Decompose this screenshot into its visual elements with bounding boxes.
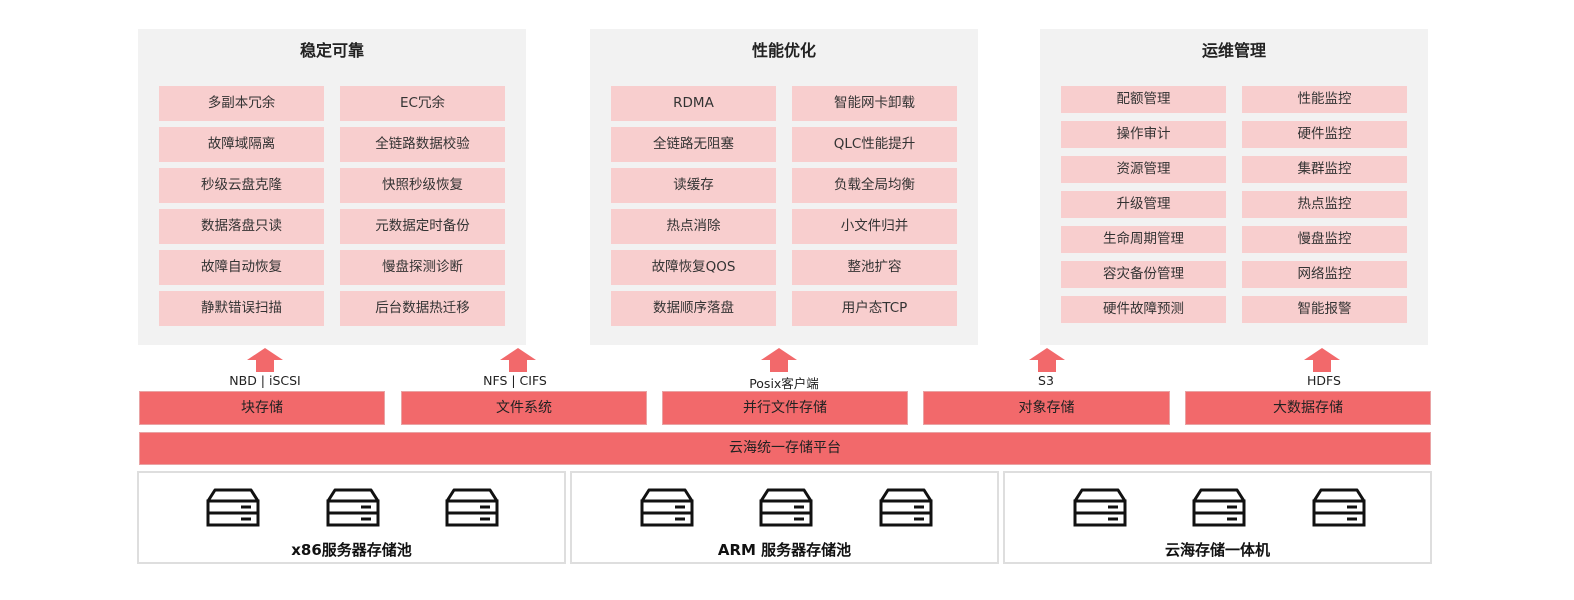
feature-item: 快照秒级恢复 <box>340 168 505 203</box>
feature-item: 硬件监控 <box>1242 121 1407 148</box>
storage-pool-all-in-one: 云海存储一体机 <box>1003 471 1432 564</box>
feature-item: 后台数据热迁移 <box>340 291 505 326</box>
server-icon <box>206 488 260 527</box>
storage-pool-x86: x86服务器存储池 <box>137 471 566 564</box>
feature-grid: 配额管理 性能监控 操作审计 硬件监控 资源管理 集群监控 升级管理 热点监控 … <box>1061 86 1407 323</box>
feature-item: 配额管理 <box>1061 86 1226 113</box>
feature-item: QLC性能提升 <box>792 127 957 162</box>
service-file-system: 文件系统 <box>401 391 647 425</box>
feature-item: 热点消除 <box>611 209 776 244</box>
panel-title: 运维管理 <box>1201 41 1266 60</box>
server-icon <box>879 488 933 527</box>
feature-item: 容灾备份管理 <box>1061 261 1226 288</box>
feature-item: 操作审计 <box>1061 121 1226 148</box>
feature-item: 故障恢复QOS <box>611 250 776 285</box>
panel-performance: 性能优化 RDMA 智能网卡卸载 全链路无阻塞 QLC性能提升 读缓存 负载全局… <box>590 29 978 345</box>
feature-item: RDMA <box>611 86 776 121</box>
service-block-storage: 块存储 <box>139 391 385 425</box>
up-arrow-icon <box>500 348 536 372</box>
panel-title: 性能优化 <box>751 41 816 60</box>
feature-item: 数据落盘只读 <box>159 209 324 244</box>
panel-title: 稳定可靠 <box>299 41 364 60</box>
feature-item: 整池扩容 <box>792 250 957 285</box>
service-object-storage: 对象存储 <box>923 391 1170 425</box>
server-icon <box>326 488 380 527</box>
service-parallel-file-storage: 并行文件存储 <box>662 391 908 425</box>
feature-item: 性能监控 <box>1242 86 1407 113</box>
up-arrow-icon <box>761 348 797 372</box>
protocol-label: Posix客户端 <box>749 376 819 391</box>
feature-item: 元数据定时备份 <box>340 209 505 244</box>
up-arrow-icon <box>1304 348 1340 372</box>
feature-item: 读缓存 <box>611 168 776 203</box>
pool-label: 云海存储一体机 <box>1164 541 1270 559</box>
feature-item: 静默错误扫描 <box>159 291 324 326</box>
feature-item: 硬件故障预测 <box>1061 296 1226 323</box>
up-arrow-icon <box>1029 348 1065 372</box>
server-icon <box>1192 488 1246 527</box>
feature-item: 秒级云盘克隆 <box>159 168 324 203</box>
feature-item: 资源管理 <box>1061 156 1226 183</box>
feature-item: 集群监控 <box>1242 156 1407 183</box>
feature-grid: 多副本冗余 EC冗余 故障域隔离 全链路数据校验 秒级云盘克隆 快照秒级恢复 数… <box>159 86 505 326</box>
server-icon <box>759 488 813 527</box>
server-icon <box>1312 488 1366 527</box>
feature-item: 智能报警 <box>1242 296 1407 323</box>
feature-item: 升级管理 <box>1061 191 1226 218</box>
feature-item: 全链路数据校验 <box>340 127 505 162</box>
protocol-label: S3 <box>1038 373 1054 388</box>
feature-item: 慢盘探测诊断 <box>340 250 505 285</box>
panel-reliability: 稳定可靠 多副本冗余 EC冗余 故障域隔离 全链路数据校验 秒级云盘克隆 快照秒… <box>138 29 526 345</box>
feature-item: 生命周期管理 <box>1061 226 1226 253</box>
feature-item: EC冗余 <box>340 86 505 121</box>
protocol-label: NBD | iSCSI <box>229 373 301 388</box>
feature-item: 数据顺序落盘 <box>611 291 776 326</box>
panel-operations: 运维管理 配额管理 性能监控 操作审计 硬件监控 资源管理 集群监控 升级管理 … <box>1040 29 1428 345</box>
pool-label: ARM 服务器存储池 <box>717 541 852 559</box>
feature-item: 慢盘监控 <box>1242 226 1407 253</box>
up-arrow-icon <box>247 348 283 372</box>
feature-item: 负载全局均衡 <box>792 168 957 203</box>
protocol-label: HDFS <box>1307 373 1341 388</box>
server-icon <box>1073 488 1127 527</box>
pool-label: x86服务器存储池 <box>291 541 412 559</box>
server-icon <box>445 488 499 527</box>
feature-item: 多副本冗余 <box>159 86 324 121</box>
feature-item: 故障域隔离 <box>159 127 324 162</box>
feature-item: 故障自动恢复 <box>159 250 324 285</box>
feature-item: 智能网卡卸载 <box>792 86 957 121</box>
feature-item: 全链路无阻塞 <box>611 127 776 162</box>
protocol-label: NFS | CIFS <box>483 373 547 388</box>
service-big-data-storage: 大数据存储 <box>1185 391 1431 425</box>
server-icon <box>640 488 694 527</box>
feature-item: 小文件归并 <box>792 209 957 244</box>
unified-storage-platform: 云海统一存储平台 <box>139 432 1431 465</box>
feature-item: 网络监控 <box>1242 261 1407 288</box>
feature-item: 用户态TCP <box>792 291 957 326</box>
feature-item: 热点监控 <box>1242 191 1407 218</box>
storage-pool-arm: ARM 服务器存储池 <box>570 471 999 564</box>
feature-grid: RDMA 智能网卡卸载 全链路无阻塞 QLC性能提升 读缓存 负载全局均衡 热点… <box>611 86 957 326</box>
